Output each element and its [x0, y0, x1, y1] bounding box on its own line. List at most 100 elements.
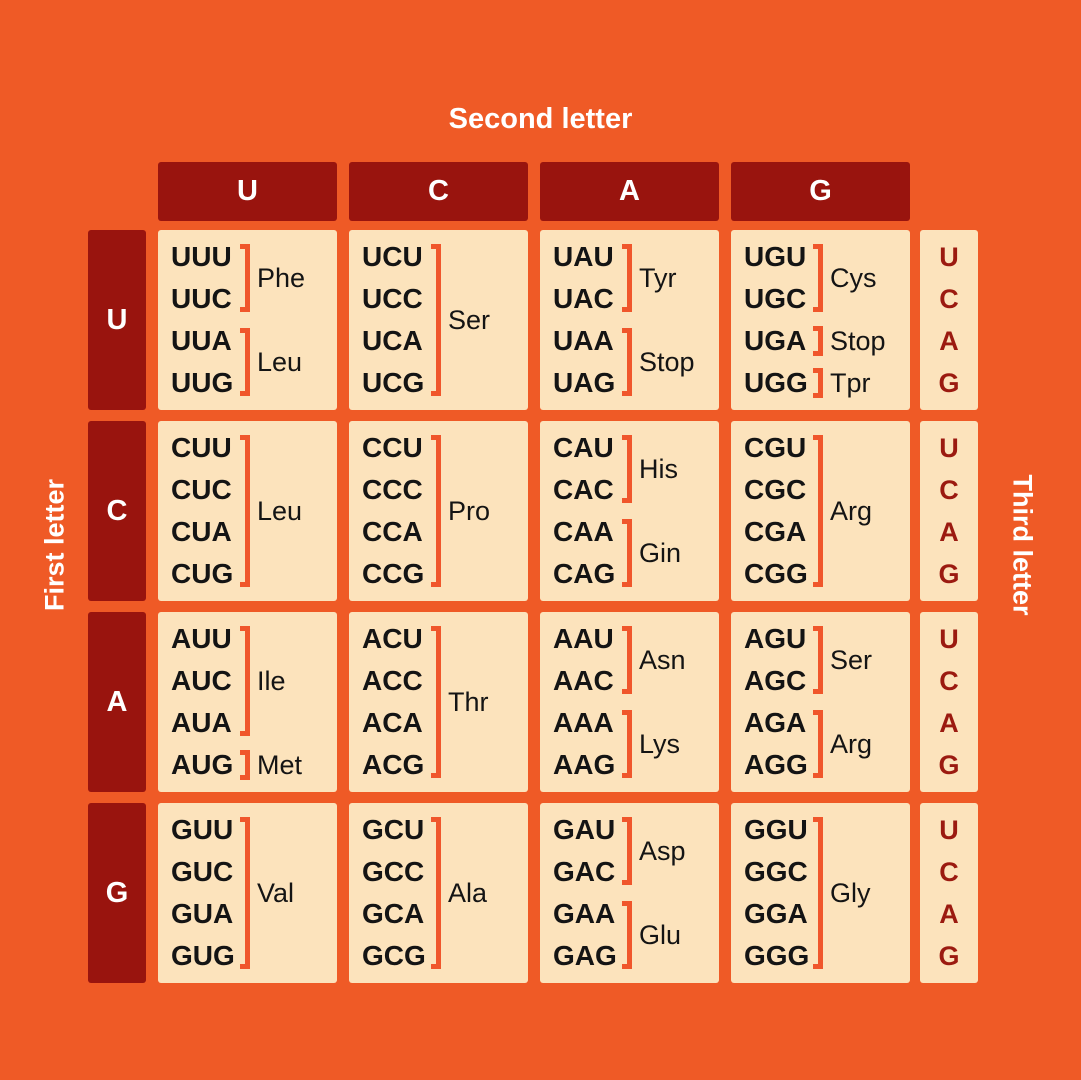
codon-UCA: UCA [362, 325, 423, 356]
third-letter-A: A [939, 517, 959, 547]
amino-group: Ala [431, 809, 526, 977]
amino-group: Ile [240, 618, 335, 744]
amino-acid-label: Gin [639, 537, 682, 568]
codon-UCU: UCU [362, 241, 423, 272]
codon-AGA: AGA [744, 707, 807, 738]
bracket-icon [813, 326, 823, 356]
codon-GAU: GAU [553, 814, 616, 845]
bracket-icon [240, 328, 250, 396]
codon-CCU: CCU [362, 432, 423, 463]
amino-acid-label: His [639, 453, 678, 484]
amino-acid-label: Glu [639, 919, 682, 950]
codon-GAC: GAC [553, 856, 616, 887]
codon-GUC: GUC [171, 856, 234, 887]
amino-acid-label: Arg [830, 728, 873, 759]
bracket-icon [240, 817, 250, 969]
amino-group: His [622, 427, 717, 511]
third-letter-C: C [939, 284, 959, 314]
bracket-icon [813, 435, 823, 587]
third-letter-C: C [939, 666, 959, 696]
bracket-icon [813, 626, 823, 694]
codon-ACA: ACA [362, 707, 423, 738]
amino-acid-label: Leu [257, 346, 303, 377]
third-letter-A: A [939, 708, 959, 738]
bracket-icon [431, 626, 441, 778]
bracket-icon [813, 710, 823, 778]
codon-CUC: CUC [171, 474, 232, 505]
row-header-C: C [88, 421, 146, 601]
codon-AGU: AGU [744, 623, 807, 654]
codon-CGC: CGC [744, 474, 807, 505]
codon-UCG: UCG [362, 367, 425, 398]
codon-CGU: CGU [744, 432, 807, 463]
bracket-icon [622, 626, 632, 694]
amino-group: Tpr [813, 362, 908, 404]
amino-group: Leu [240, 320, 335, 404]
bracket-icon [622, 328, 632, 396]
codon-AGG: AGG [744, 749, 808, 780]
codon-CUU: CUU [171, 432, 232, 463]
first-letter-axis-label: First letter [39, 478, 70, 612]
codon-AGC: AGC [744, 665, 807, 696]
amino-group: Stop [622, 320, 717, 404]
codon-CCC: CCC [362, 474, 423, 505]
codon-GCA: GCA [362, 898, 425, 929]
amino-acid-label: Tyr [639, 262, 677, 293]
amino-group: Val [240, 809, 335, 977]
codon-AAC: AAC [553, 665, 614, 696]
codon-CCG: CCG [362, 558, 425, 589]
amino-acid-label: Lys [639, 728, 681, 759]
bracket-icon [431, 817, 441, 969]
bracket-icon [431, 435, 441, 587]
bracket-icon [813, 368, 823, 398]
third-letter-G: G [938, 750, 960, 780]
codon-AAA: AAA [553, 707, 614, 738]
amino-acid-label: Leu [257, 495, 303, 526]
codon-AAU: AAU [553, 623, 614, 654]
codon-UUC: UUC [171, 283, 232, 314]
third-letter-C: C [939, 857, 959, 887]
codon-AAG: AAG [553, 749, 616, 780]
codon-GCU: GCU [362, 814, 425, 845]
third-letter-A: A [939, 326, 959, 356]
amino-group: Pro [431, 427, 526, 595]
bracket-icon [622, 901, 632, 969]
amino-group: Cys [813, 236, 908, 320]
amino-acid-label: Met [257, 749, 303, 780]
codon-GGC: GGC [744, 856, 808, 887]
third-letter-U: U [939, 815, 959, 845]
codon-UAC: UAC [553, 283, 614, 314]
codon-UUU: UUU [171, 241, 232, 272]
amino-acid-label: Ser [448, 304, 491, 335]
amino-group: Thr [431, 618, 526, 786]
codon-CCA: CCA [362, 516, 423, 547]
amino-acid-label: Ala [448, 877, 488, 908]
column-header-U: U [158, 162, 337, 221]
amino-acid-label: Ser [830, 644, 873, 675]
amino-acid-label: Gly [830, 877, 871, 908]
third-letter-A: A [939, 899, 959, 929]
third-letter-U: U [939, 624, 959, 654]
codon-GCG: GCG [362, 940, 426, 971]
third-letter-C: C [939, 475, 959, 505]
amino-group: Gin [622, 511, 717, 595]
codon-AUA: AUA [171, 707, 232, 738]
third-letter-G: G [938, 941, 960, 971]
codon-UUA: UUA [171, 325, 232, 356]
amino-group: Tyr [622, 236, 717, 320]
